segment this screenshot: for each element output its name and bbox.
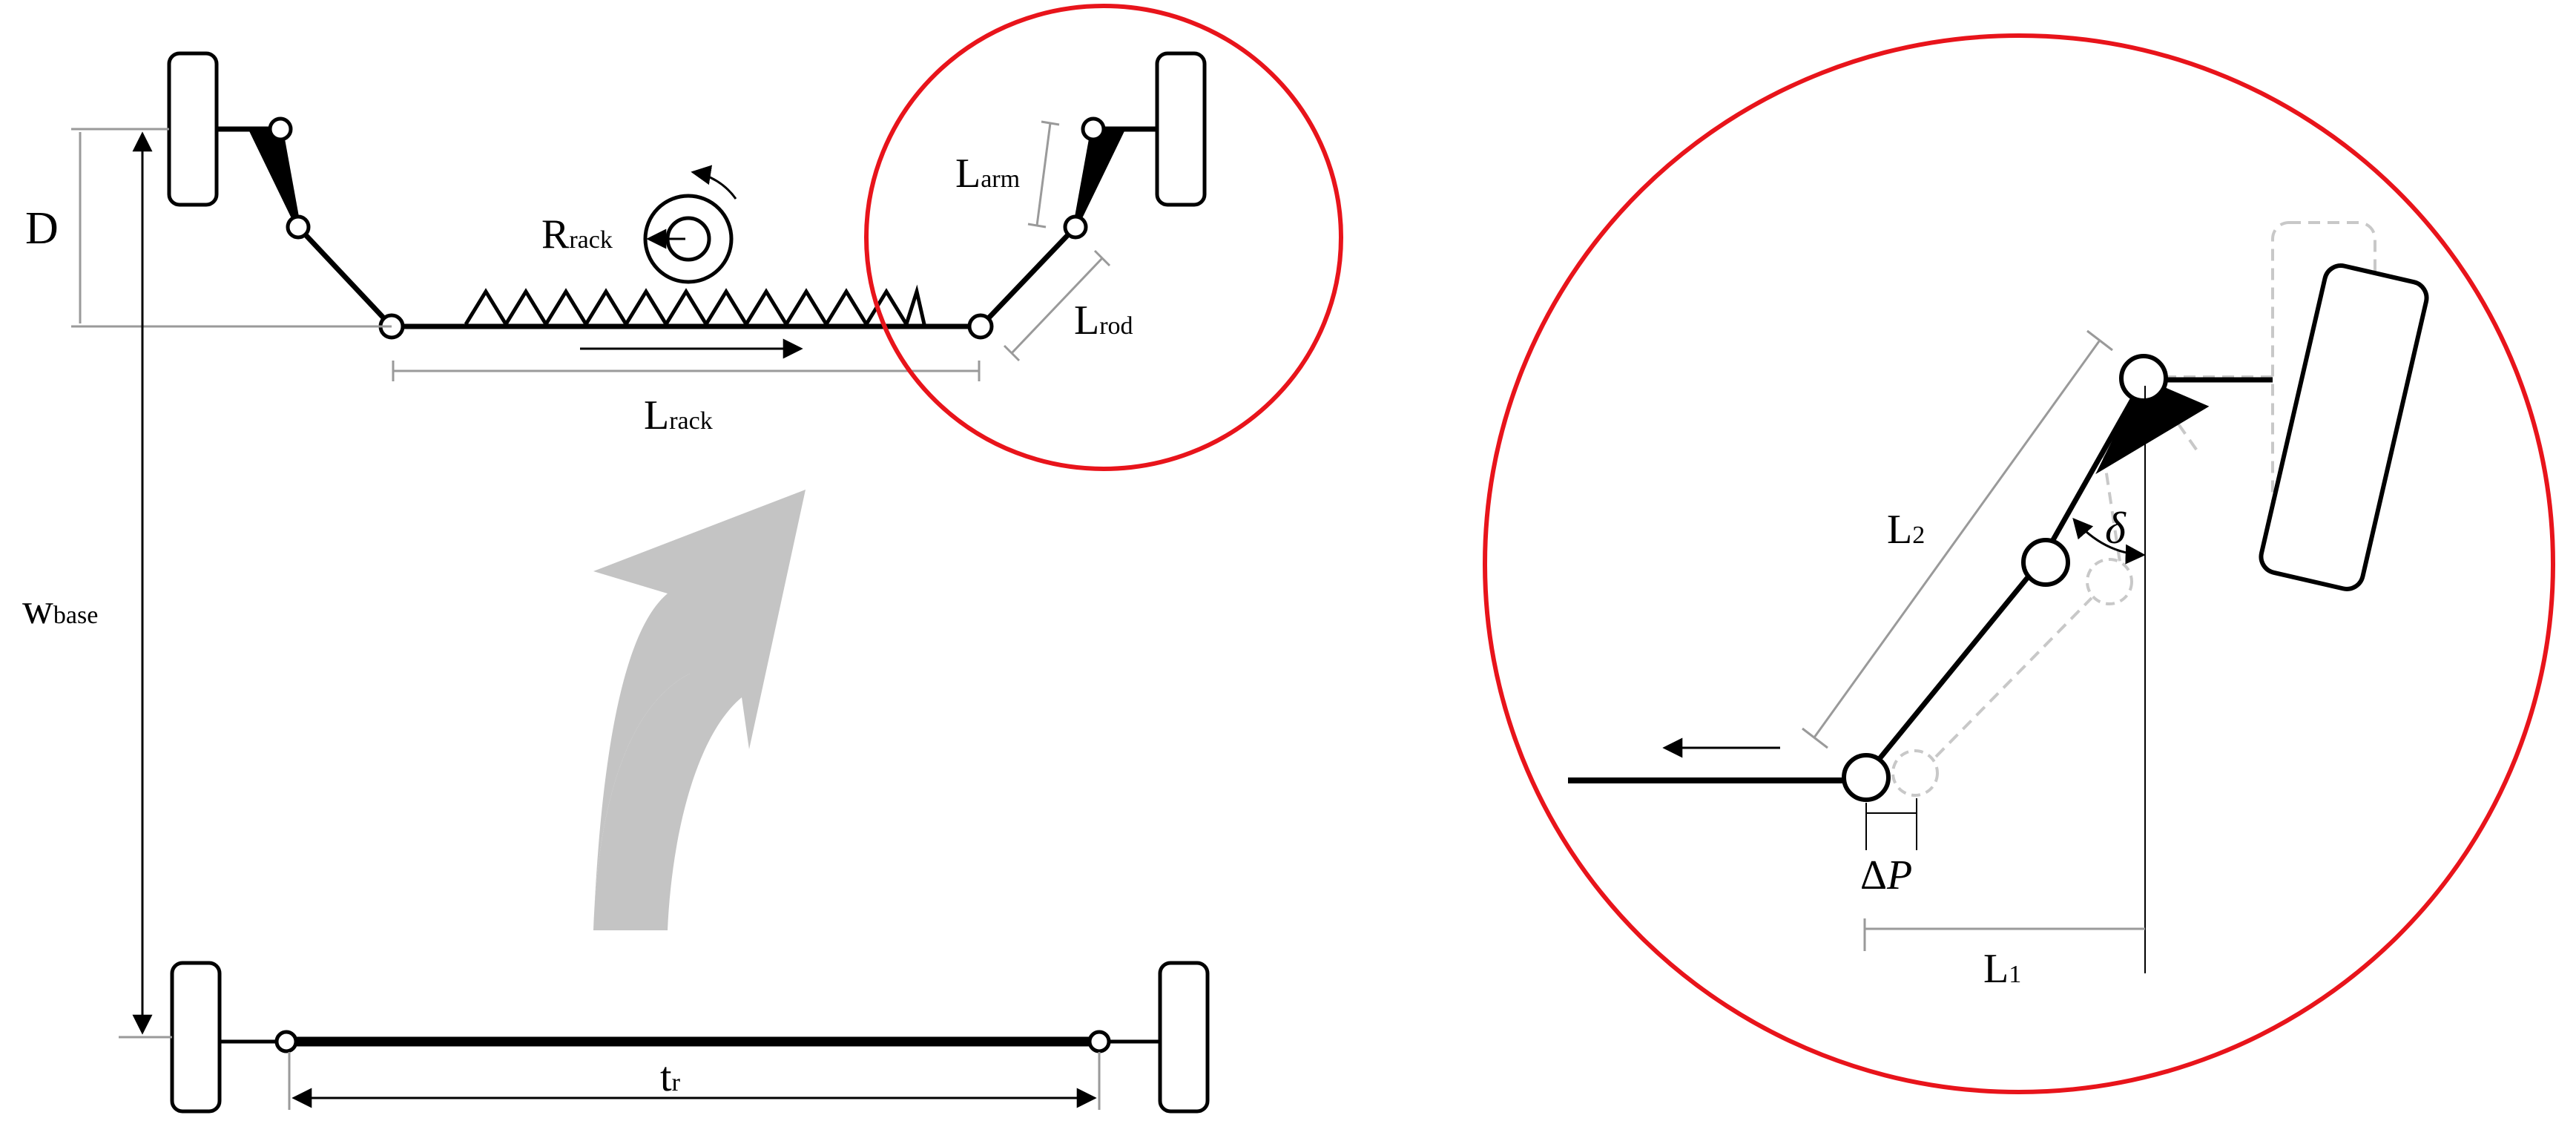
label-delta: δ <box>2105 504 2127 553</box>
front-left-upper-joint <box>268 116 293 142</box>
l1-dimension <box>1863 918 2145 951</box>
pinion-gear <box>643 165 737 284</box>
front-right-steering-arm <box>978 126 1157 329</box>
delta-angle-arc <box>2072 517 2146 565</box>
label-l-rack: Lrack <box>644 392 713 438</box>
arm-length-dimension <box>1027 120 1060 228</box>
rear-right-wheel <box>1158 961 1210 1114</box>
label-r-rack: Rrack <box>541 211 613 257</box>
label-l2: L2 <box>1887 507 1925 553</box>
highlight-circle-zoom <box>1483 33 2555 1094</box>
rack-teeth <box>464 284 926 329</box>
label-l1: L1 <box>1983 946 2021 992</box>
steered-wheel <box>2259 263 2429 591</box>
delta-p-dimension <box>1865 798 1917 850</box>
front-right-wheel <box>1155 51 1207 207</box>
highlight-circle-small <box>864 4 1343 471</box>
tie-rod-rack-joint <box>1842 753 1891 802</box>
wheelbase-dimension <box>119 131 172 1039</box>
front-right-upper-joint <box>1081 116 1106 142</box>
l2-dimension <box>1802 329 2113 749</box>
rod-length-dimension <box>1003 249 1111 362</box>
kingpin-joint <box>2119 354 2168 403</box>
d-dimension <box>71 128 392 328</box>
front-left-steering-arm <box>217 126 394 329</box>
steering-arm-joint <box>2021 538 2070 587</box>
label-t-r: tr <box>660 1054 681 1100</box>
ghost-arm-joint <box>2086 558 2133 605</box>
label-delta-p: ΔP <box>1860 852 1912 898</box>
front-right-arm-joint <box>1063 214 1088 240</box>
ghost-rack-joint <box>1891 749 1939 797</box>
steered-linkage <box>1568 377 2273 783</box>
rear-track-dimension <box>288 1052 1101 1110</box>
rear-axle <box>220 1030 1160 1053</box>
label-d: D <box>25 203 59 254</box>
rack-length-dimension <box>392 361 981 381</box>
front-left-arm-joint <box>286 214 311 240</box>
front-left-wheel <box>167 51 219 207</box>
front-right-rack-joint <box>967 313 994 340</box>
label-l-arm: Larm <box>955 151 1020 197</box>
rear-left-wheel <box>170 961 222 1114</box>
label-l-rod: Lrod <box>1074 297 1133 343</box>
label-w-base: wbase <box>22 585 98 633</box>
